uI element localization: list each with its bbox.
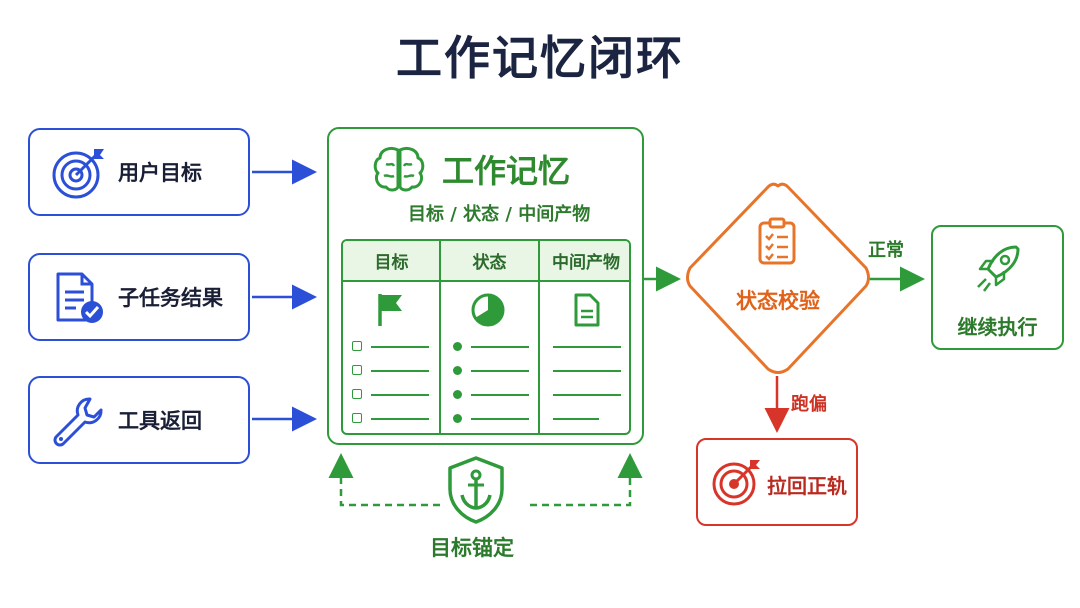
memory-table: 目标 状态 中间产物 <box>341 239 631 435</box>
deviate-branch-label: 跑偏 <box>791 394 827 415</box>
placeholder-line <box>371 394 429 396</box>
file-icon <box>574 293 600 327</box>
placeholder-line <box>471 346 529 348</box>
input-subtask-result: 子任务结果 <box>28 253 250 341</box>
anchor-loop-right <box>530 453 643 507</box>
pie-chart-icon <box>471 293 505 327</box>
rocket-icon <box>977 245 1020 292</box>
anchor-shield-icon <box>448 456 504 524</box>
anchor-loop-left <box>328 453 440 507</box>
wrench-icon <box>53 397 103 447</box>
input-label: 用户目标 <box>118 161 202 185</box>
target-icon <box>52 149 104 199</box>
table-header-row: 目标 状态 中间产物 <box>343 241 629 282</box>
column-header-artifacts: 中间产物 <box>552 253 620 273</box>
column-header-status: 状态 <box>472 253 507 273</box>
bullet-dot <box>453 390 462 399</box>
target-icon <box>712 460 760 506</box>
brain-icon <box>373 146 425 192</box>
bullet-dot <box>453 342 462 351</box>
state-check-label: 状态校验 <box>736 289 820 313</box>
input-tool-return: 工具返回 <box>28 376 250 464</box>
placeholder-line <box>371 418 429 420</box>
placeholder-line <box>471 418 529 420</box>
column-divider <box>439 241 441 433</box>
placeholder-line <box>553 346 621 348</box>
checkbox-mark <box>352 365 362 375</box>
input-label: 子任务结果 <box>118 286 223 310</box>
placeholder-line <box>471 370 529 372</box>
placeholder-line <box>471 394 529 396</box>
memory-title: 工作记忆 <box>442 152 571 190</box>
placeholder-line <box>553 370 621 372</box>
back-on-track-box <box>696 438 858 526</box>
bullet-dot <box>453 414 462 423</box>
diagram-title: 工作记忆闭环 <box>396 31 684 85</box>
clipboard-checklist-icon <box>758 217 796 265</box>
flag-icon <box>378 294 402 326</box>
back-on-track-label: 拉回正轨 <box>767 474 847 498</box>
placeholder-line <box>371 370 429 372</box>
memory-subtitle: 目标 / 状态 / 中间产物 <box>408 204 591 225</box>
working-memory-panel <box>327 127 644 445</box>
checkbox-mark <box>352 389 362 399</box>
bullet-dot <box>453 366 462 375</box>
document-check-icon <box>56 272 103 323</box>
column-divider <box>538 241 540 433</box>
column-header-goal: 目标 <box>374 253 409 273</box>
normal-branch-label: 正常 <box>868 240 904 261</box>
state-check-diamond <box>686 182 870 374</box>
placeholder-line <box>553 418 599 420</box>
checkbox-mark <box>352 413 362 423</box>
input-label: 工具返回 <box>118 409 202 433</box>
placeholder-line <box>553 394 621 396</box>
checkbox-mark <box>352 341 362 351</box>
input-user-goal: 用户目标 <box>28 128 250 216</box>
continue-execution-box <box>931 225 1064 350</box>
continue-execution-label: 继续执行 <box>957 315 1038 339</box>
placeholder-line <box>371 346 429 348</box>
anchor-label: 目标锚定 <box>430 536 514 560</box>
